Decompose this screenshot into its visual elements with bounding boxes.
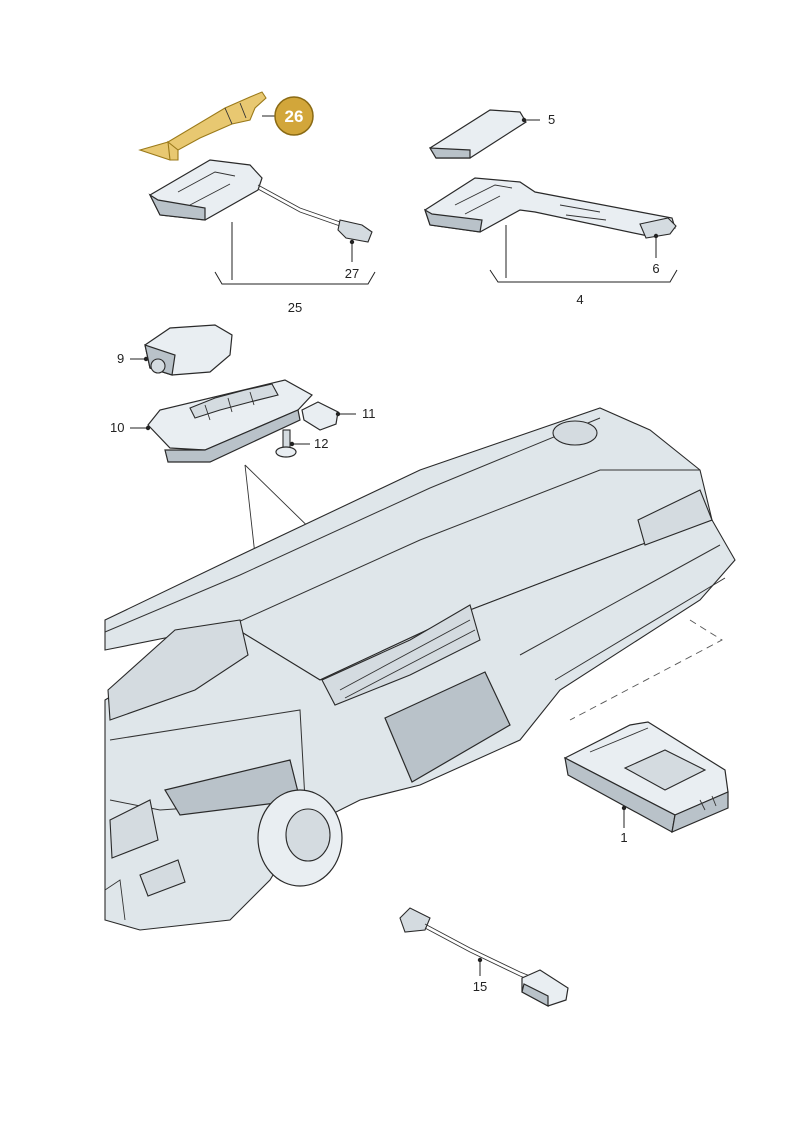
- callout-9: 9: [117, 351, 149, 366]
- callout-15-label: 15: [473, 979, 487, 994]
- callout-26-label: 26: [285, 107, 304, 126]
- callout-12-label: 12: [314, 436, 328, 451]
- callout-25-label: 25: [288, 300, 302, 315]
- part-4-module[interactable]: [423, 177, 677, 239]
- callout-6: 6: [652, 233, 660, 276]
- callout-11-label: 11: [362, 406, 376, 421]
- callout-1-label: 1: [620, 830, 627, 845]
- part-25-module[interactable]: [148, 159, 373, 243]
- part-5-cover[interactable]: [428, 109, 527, 159]
- callout-12: 12: [289, 436, 328, 451]
- callout-11: 11: [335, 406, 376, 421]
- part-11-clip[interactable]: [301, 401, 339, 431]
- callout-6-label: 6: [652, 261, 659, 276]
- part-10-bracket[interactable]: [147, 379, 313, 463]
- group-bracket-4: 4: [489, 225, 678, 307]
- callout-9-label: 9: [117, 351, 124, 366]
- part-26-bracket[interactable]: [138, 91, 267, 161]
- callout-5: 5: [521, 112, 555, 127]
- callout-27-label: 27: [345, 266, 359, 281]
- callout-26-badge[interactable]: 26: [262, 96, 314, 136]
- callout-1: 1: [620, 805, 628, 845]
- callout-5-label: 5: [548, 112, 555, 127]
- leader-lines-part-1: [569, 619, 723, 721]
- part-12-screw[interactable]: [275, 429, 297, 458]
- callout-15: 15: [473, 957, 487, 994]
- callout-10-label: 10: [110, 420, 124, 435]
- callout-4-label: 4: [576, 292, 583, 307]
- part-9-sensor[interactable]: [144, 324, 233, 376]
- callout-10: 10: [110, 420, 151, 435]
- dashboard: [104, 407, 736, 931]
- group-bracket-25: 25: [214, 222, 376, 315]
- callout-27: 27: [345, 239, 359, 281]
- part-1-control-unit[interactable]: [563, 721, 729, 833]
- part-15-cable[interactable]: [399, 907, 569, 1008]
